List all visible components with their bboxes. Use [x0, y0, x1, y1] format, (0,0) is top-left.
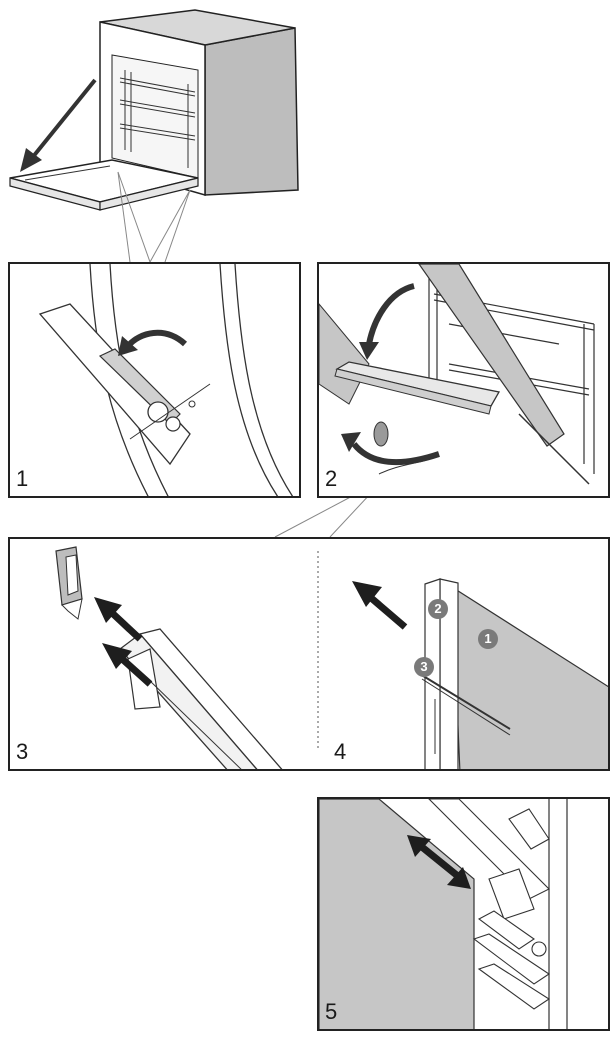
step-3-illustration — [55, 546, 283, 769]
step-panel-3-4: 3 4 2 1 3 — [8, 537, 610, 771]
lift-arrow — [366, 283, 415, 345]
remove-screw-arrow — [351, 441, 440, 466]
oven-with-open-door-illustration — [9, 9, 299, 211]
oven-racks — [119, 70, 196, 168]
step-panel-2: 2 — [317, 262, 610, 498]
step-number-3: 3 — [16, 739, 29, 764]
lift-pane-arrow — [352, 581, 408, 630]
callout-2: 2 — [428, 599, 448, 619]
callout-1: 1 — [478, 629, 498, 649]
screw-icon — [373, 421, 389, 447]
step-panel-5: 5 — [317, 797, 610, 1031]
rotate-arrow — [125, 329, 188, 349]
door-removal-arrow — [20, 78, 97, 172]
step-number-4: 4 — [334, 739, 347, 764]
glass-pane — [319, 799, 475, 1029]
insert-arrow-upper — [94, 597, 143, 642]
step-panel-1: 1 — [8, 262, 301, 498]
step-number-5: 5 — [325, 999, 338, 1024]
callout-3: 3 — [414, 657, 434, 677]
glass-pane-1 — [451, 588, 608, 769]
push-arrow — [407, 835, 471, 889]
insert-arrow-lower — [102, 643, 153, 687]
tool-handle — [418, 264, 565, 447]
step-number-1: 1 — [16, 466, 29, 491]
step-number-2: 2 — [325, 466, 338, 491]
step-4-illustration — [352, 578, 608, 769]
